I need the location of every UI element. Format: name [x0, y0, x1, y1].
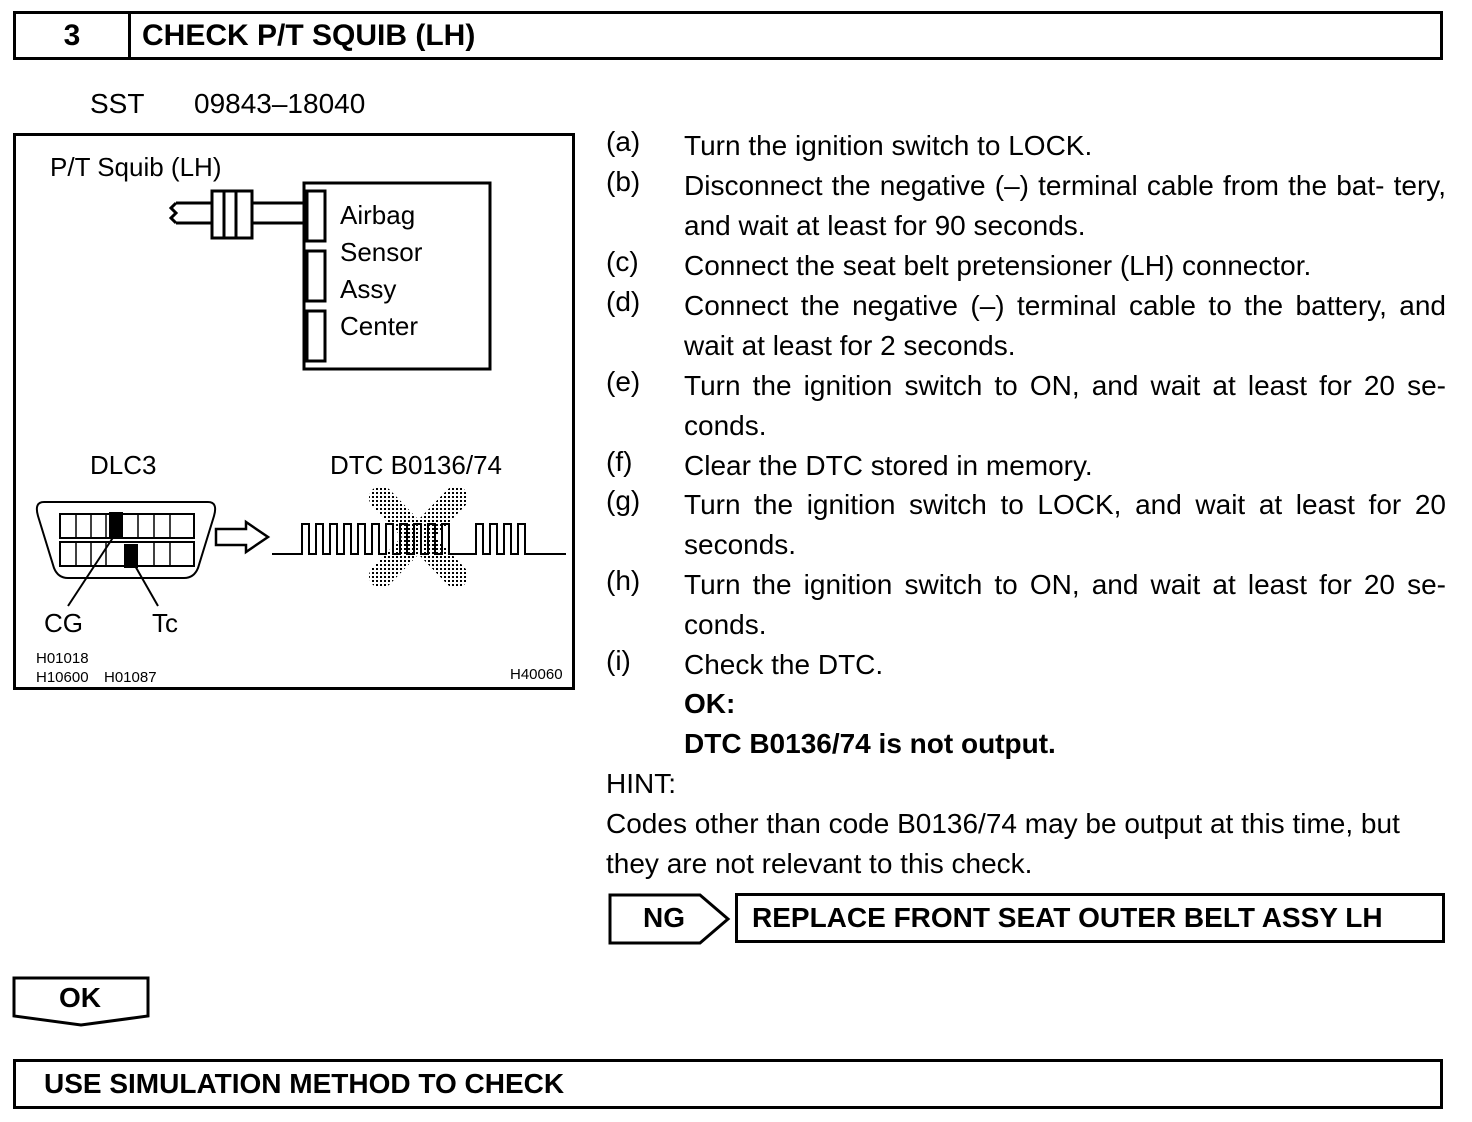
squib-connector	[168, 189, 304, 240]
sst-part-number: 09843–18040	[194, 88, 366, 119]
step-c-text: Connect the seat belt pretensioner (LH) …	[684, 250, 1312, 281]
step-f-text: Clear the DTC stored in memory.	[684, 450, 1093, 481]
step-i-letter: (i)	[606, 645, 631, 676]
cg-leader	[67, 535, 115, 607]
tc-label: Tc	[152, 608, 178, 638]
figure-ref-4: H40060	[510, 666, 563, 683]
sensor-label-line-2: Sensor	[340, 237, 423, 267]
figure-ref-2: H10600	[36, 669, 89, 686]
ok-result-label: OK:	[684, 688, 736, 719]
airbag-sensor-box	[302, 181, 492, 371]
dtc-waveform	[272, 523, 566, 555]
step-g-letter: (g)	[606, 485, 641, 516]
next-step-box: USE SIMULATION METHOD TO CHECK	[13, 1059, 1443, 1109]
sensor-label-line-3: Assy	[340, 274, 397, 304]
step-h-text: Turn the ignition switch to ON, and wait…	[684, 569, 1446, 640]
sst-label: SST	[90, 88, 145, 119]
step-b-letter: (b)	[606, 166, 641, 197]
tc-terminal	[124, 544, 138, 568]
sensor-label-line-1: Airbag	[340, 200, 416, 230]
ok-label: OK	[59, 982, 101, 1013]
dtc-label: DTC B0136/74	[330, 450, 502, 480]
ng-arrow-shape	[608, 893, 731, 945]
ng-action-box: REPLACE FRONT SEAT OUTER BELT ASSY LH	[735, 893, 1445, 943]
step-d-letter: (d)	[606, 286, 641, 317]
ok-arrow-shape	[12, 976, 150, 1027]
step-c-letter: (c)	[606, 246, 639, 277]
cg-label: CG	[44, 608, 83, 638]
step-f-letter: (f)	[606, 446, 633, 477]
step-title: CHECK P/T SQUIB (LH)	[142, 19, 476, 52]
step-i-text: Check the DTC.	[684, 649, 884, 680]
step-g-text: Turn the ignition switch to LOCK, and wa…	[684, 489, 1446, 560]
step-e-text: Turn the ignition switch to ON, and wait…	[684, 370, 1446, 441]
tc-leader	[133, 563, 159, 607]
ng-label: NG	[643, 902, 685, 933]
step-d-text: Connect the negative (–) terminal cable …	[684, 290, 1446, 361]
step-e-letter: (e)	[606, 366, 641, 397]
dlc3-label: DLC3	[90, 450, 157, 480]
step-header: 3 CHECK P/T SQUIB (LH)	[13, 11, 1443, 60]
step-h-letter: (h)	[606, 565, 641, 596]
sensor-label-line-4: Center	[340, 311, 419, 341]
figure-ref-3: H01087	[104, 669, 157, 686]
cg-terminal	[109, 512, 123, 538]
cross-out-mark	[369, 486, 468, 588]
squib-label: P/T Squib (LH)	[50, 152, 222, 182]
figure-ref-1: H01018	[36, 650, 89, 667]
step-number: 3	[16, 14, 131, 57]
output-arrow	[214, 519, 271, 555]
wiring-figure: P/T Squib (LH) Airbag Sensor Assy Center…	[13, 133, 575, 690]
figure-drawing	[35, 181, 566, 607]
ok-result-text: DTC B0136/74 is not output.	[684, 728, 1056, 759]
hint-text: Codes other than code B0136/74 may be ou…	[606, 808, 1400, 879]
hint-label: HINT:	[606, 768, 676, 799]
dlc3-connector	[35, 501, 217, 579]
step-a-text: Turn the ignition switch to LOCK.	[684, 130, 1093, 161]
step-b-text: Disconnect the negative (–) terminal cab…	[684, 170, 1446, 241]
step-a-letter: (a)	[606, 126, 641, 157]
